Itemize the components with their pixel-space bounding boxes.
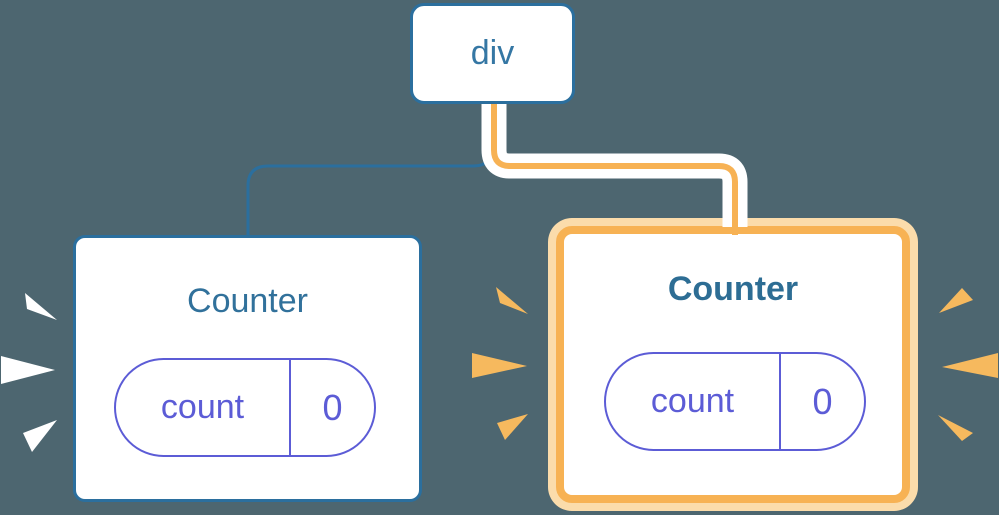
state-key-label: count: [650, 382, 735, 420]
state-value: 0: [289, 360, 374, 455]
div-node-label: div: [470, 34, 515, 72]
state-value: 0: [779, 354, 864, 449]
state-pill: count 0: [114, 358, 376, 457]
state-pill: count 0: [604, 352, 866, 451]
counter-card-left: Counter count 0: [73, 235, 422, 502]
counter-title: Counter: [187, 282, 308, 320]
tree-node-div: div: [410, 3, 575, 104]
counter-title: Counter: [667, 270, 799, 308]
counter-card-right-highlighted: Counter count 0: [556, 226, 910, 503]
state-key-label: count: [160, 388, 245, 426]
